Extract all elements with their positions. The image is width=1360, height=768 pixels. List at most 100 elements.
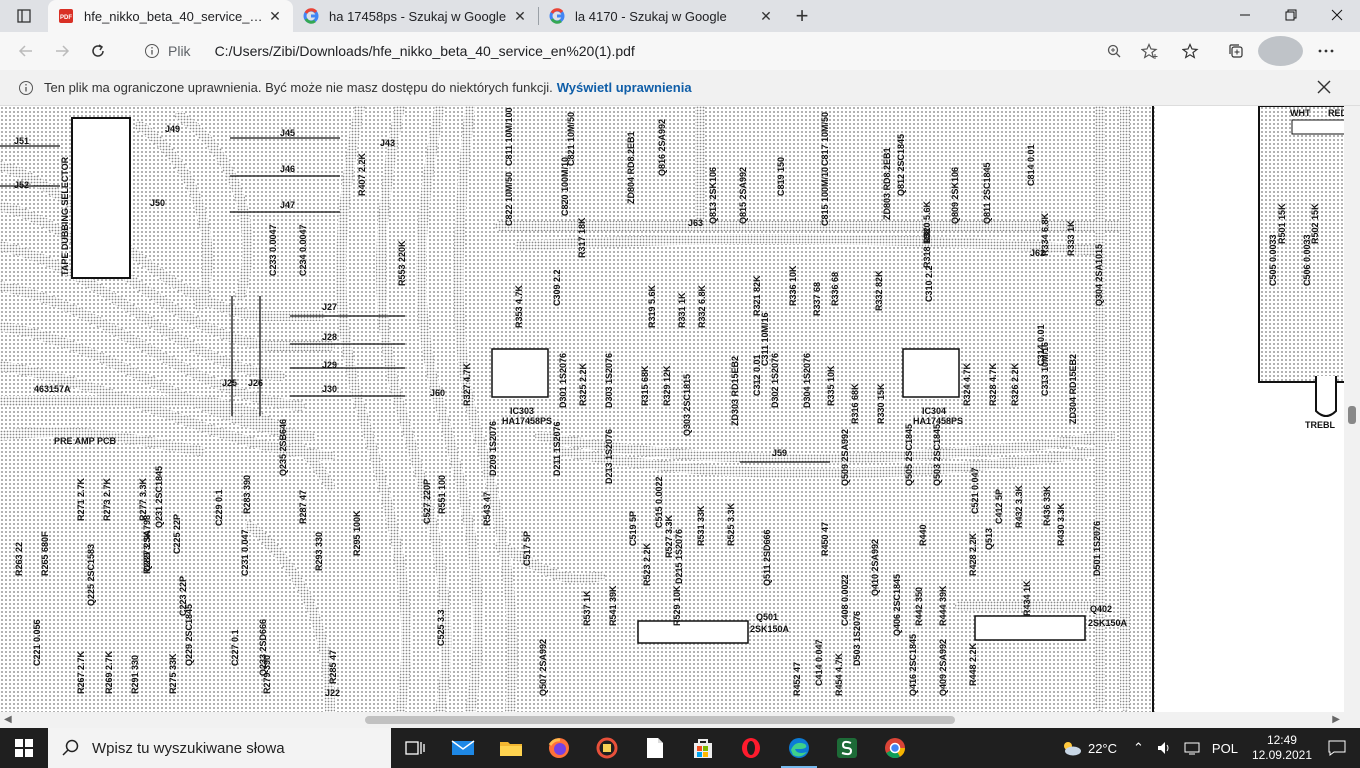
close-tab-icon[interactable]: ✕: [514, 7, 526, 24]
pdf-icon: PDF: [58, 8, 74, 24]
store-app[interactable]: [679, 728, 727, 768]
component-label: J45: [280, 128, 295, 138]
component-label: C233 0.0047: [268, 224, 278, 276]
firefox-app[interactable]: [535, 728, 583, 768]
component-label: J50: [150, 198, 165, 208]
task-view-button[interactable]: [391, 728, 439, 768]
component-label: R430 3.3K: [1056, 502, 1066, 546]
vertical-scrollbar[interactable]: [1344, 106, 1360, 712]
forward-button[interactable]: [44, 35, 80, 67]
label-j59: J59: [772, 448, 787, 458]
url-text[interactable]: C:/Users/Zibi/Downloads/hfe_nikko_beta_4…: [214, 43, 635, 59]
component-label: C822 10M/50: [504, 172, 514, 226]
pdf-viewport[interactable]: WHT RED TREBL TAPE DUBBING SELECTOR 4631…: [0, 106, 1360, 712]
component-label: J28: [322, 332, 337, 342]
language-indicator[interactable]: POL: [1211, 740, 1238, 756]
edge-app[interactable]: [775, 728, 823, 768]
vertical-scroll-thumb[interactable]: [1348, 406, 1356, 424]
start-button[interactable]: [0, 728, 48, 768]
scroll-right-icon[interactable]: ▶: [1332, 714, 1340, 725]
component-label: R317 18K: [577, 217, 587, 258]
component-label: R553 220K: [397, 240, 407, 286]
close-infobar-icon[interactable]: [1316, 79, 1332, 95]
component-label: R273 2.7K: [102, 477, 112, 521]
settings-menu-button[interactable]: [1303, 36, 1348, 66]
component-label: Q503 2SC1845: [932, 424, 942, 486]
component-label: Q304 2SA1015: [1094, 244, 1104, 306]
component-label: R334 6.8K: [1040, 212, 1050, 256]
mail-app[interactable]: [439, 728, 487, 768]
component-label: C408 0.0022: [840, 574, 850, 626]
search-icon: [62, 739, 79, 756]
component-label: R327 4.7K: [462, 362, 472, 406]
tab-pdf[interactable]: PDF hfe_nikko_beta_40_service_en (1).pdf…: [48, 0, 293, 32]
view-permissions-link[interactable]: Wyświetl uprawnienia: [556, 80, 692, 95]
file-explorer-app[interactable]: [487, 728, 535, 768]
profile-button[interactable]: [1258, 36, 1303, 66]
component-label: J62: [1030, 248, 1045, 258]
component-label: D211 1S2076: [552, 421, 562, 476]
component-label: R353 4.7K: [514, 284, 524, 328]
component-label: J26: [248, 378, 263, 388]
component-label: C515 0.0022: [654, 476, 664, 528]
flux-app[interactable]: [583, 728, 631, 768]
tab-actions-button[interactable]: [0, 0, 48, 32]
component-label: C225 22P: [172, 514, 182, 554]
weather-temp[interactable]: 22°C: [1087, 740, 1118, 756]
component-label: J43: [380, 138, 395, 148]
network-icon[interactable]: [1184, 740, 1200, 756]
horizontal-scrollbar[interactable]: ◀ ▶: [0, 712, 1360, 728]
favorites-button[interactable]: [1168, 36, 1213, 66]
component-label: C506 0.0033: [1302, 234, 1312, 286]
component-label: C525 3.3: [436, 609, 446, 646]
component-label: R551 100: [437, 475, 447, 514]
minimize-button[interactable]: [1222, 0, 1268, 30]
notifications-icon[interactable]: [1328, 740, 1346, 756]
horizontal-scroll-thumb[interactable]: [365, 716, 955, 724]
component-label: C412 5P: [994, 489, 1004, 524]
component-label: R267 2.7K: [76, 650, 86, 694]
label-ic304-part: HA17458PS: [913, 416, 963, 426]
label-ic304: IC304: [922, 406, 946, 416]
close-tab-icon[interactable]: ✕: [760, 7, 772, 24]
component-label: C313 10M/16: [1040, 342, 1050, 396]
component-label: C519 5P: [628, 511, 638, 546]
component-label: R502 15K: [1310, 203, 1320, 244]
restore-button[interactable]: [1268, 0, 1314, 30]
component-label: R537 1K: [582, 590, 592, 626]
component-label: C414 0.047: [814, 639, 824, 686]
component-label: R279 390: [262, 655, 272, 694]
add-favorite-button[interactable]: [1132, 36, 1168, 66]
component-label: C815 100M/10: [820, 167, 830, 226]
zoom-button[interactable]: [1096, 36, 1132, 66]
scroll-left-icon[interactable]: ◀: [4, 714, 12, 725]
opera-app[interactable]: [727, 728, 775, 768]
green-app[interactable]: [823, 728, 871, 768]
component-label: C309 2.2: [552, 269, 562, 306]
collections-button[interactable]: [1213, 36, 1258, 66]
component-label: R269 2.7K: [104, 650, 114, 694]
back-button[interactable]: [8, 35, 44, 67]
address-bar[interactable]: Plik C:/Users/Zibi/Downloads/hfe_nikko_b…: [144, 36, 1168, 66]
tab-title: la 4170 - Szukaj w Google: [575, 8, 727, 24]
tab-google-1[interactable]: ha 17458ps - Szukaj w Google ✕: [293, 0, 538, 32]
weather-cloud-icon[interactable]: [1060, 740, 1082, 756]
notepad-app[interactable]: [631, 728, 679, 768]
component-label: J63: [688, 218, 703, 228]
component-label: J25: [222, 378, 237, 388]
tab-google-2[interactable]: la 4170 - Szukaj w Google ✕: [539, 0, 784, 32]
component-label: Q231 2SC1845: [154, 466, 164, 528]
close-tab-icon[interactable]: ✕: [269, 7, 281, 24]
close-window-button[interactable]: [1314, 0, 1360, 30]
component-label: ZD804 RD8.2EB1: [626, 131, 636, 204]
reload-button[interactable]: [80, 35, 116, 67]
volume-icon[interactable]: [1156, 740, 1172, 756]
chrome-app[interactable]: [871, 728, 919, 768]
chevron-up-icon[interactable]: ⌃: [1133, 740, 1144, 755]
new-tab-button[interactable]: +: [795, 3, 809, 28]
component-label: Q809 2SK106: [950, 167, 960, 224]
taskbar-search[interactable]: Wpisz tu wyszukiwane słowa: [48, 728, 391, 768]
component-label: J27: [322, 302, 337, 312]
